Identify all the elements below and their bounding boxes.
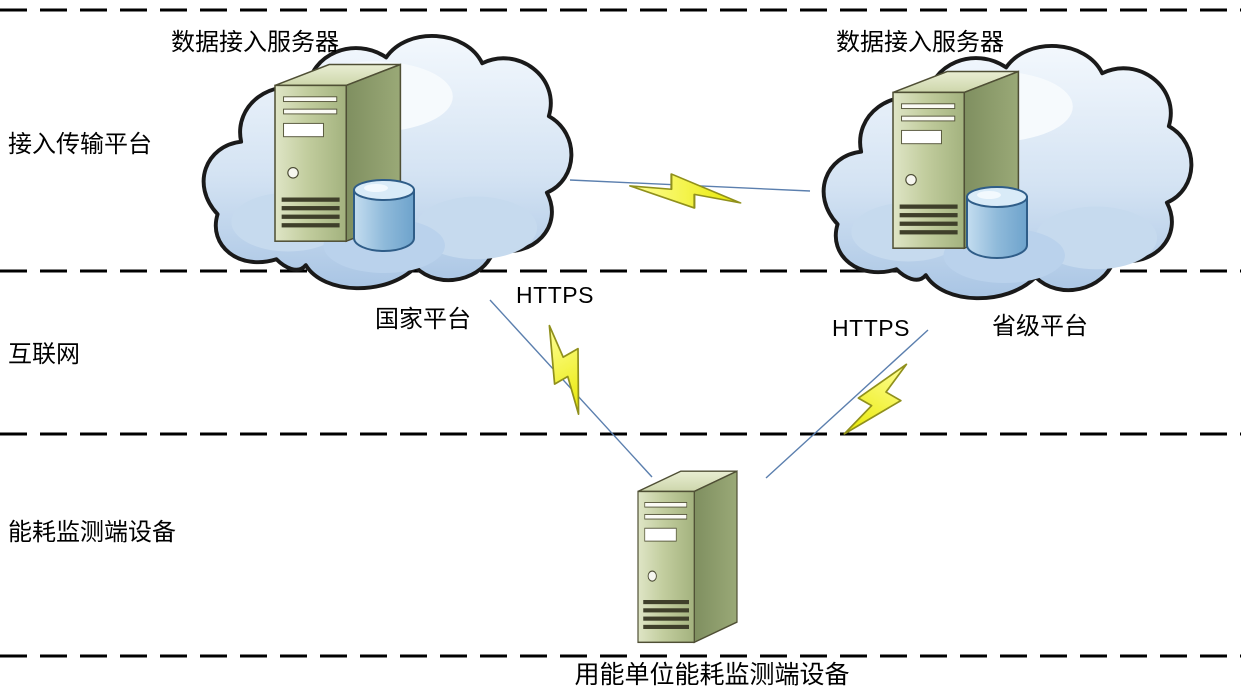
provincial-server-label: 数据接入服务器	[836, 28, 1004, 56]
national-cloud	[204, 36, 572, 288]
band-label-access-transport: 接入传输平台	[8, 130, 152, 158]
lightning-bolt-national-terminal	[527, 318, 608, 418]
connector-provincial-to-terminal	[765, 329, 929, 479]
band-label-internet: 互联网	[8, 340, 80, 368]
https-label-national: HTTPS	[516, 282, 594, 308]
https-label-provincial: HTTPS	[832, 315, 910, 341]
national-server-label: 数据接入服务器	[171, 28, 339, 56]
national-database-icon	[353, 179, 415, 252]
national-platform-label: 国家平台	[375, 305, 471, 333]
provincial-cloud	[824, 46, 1192, 298]
provincial-database-icon	[966, 186, 1028, 259]
lightning-bolt-cloud-to-cloud	[628, 172, 742, 210]
band-label-terminal-devices: 能耗监测端设备	[8, 518, 176, 546]
terminal-server-icon	[637, 470, 738, 644]
provincial-platform-label: 省级平台	[992, 312, 1088, 340]
terminal-server-label: 用能单位能耗监测端设备	[574, 660, 849, 689]
